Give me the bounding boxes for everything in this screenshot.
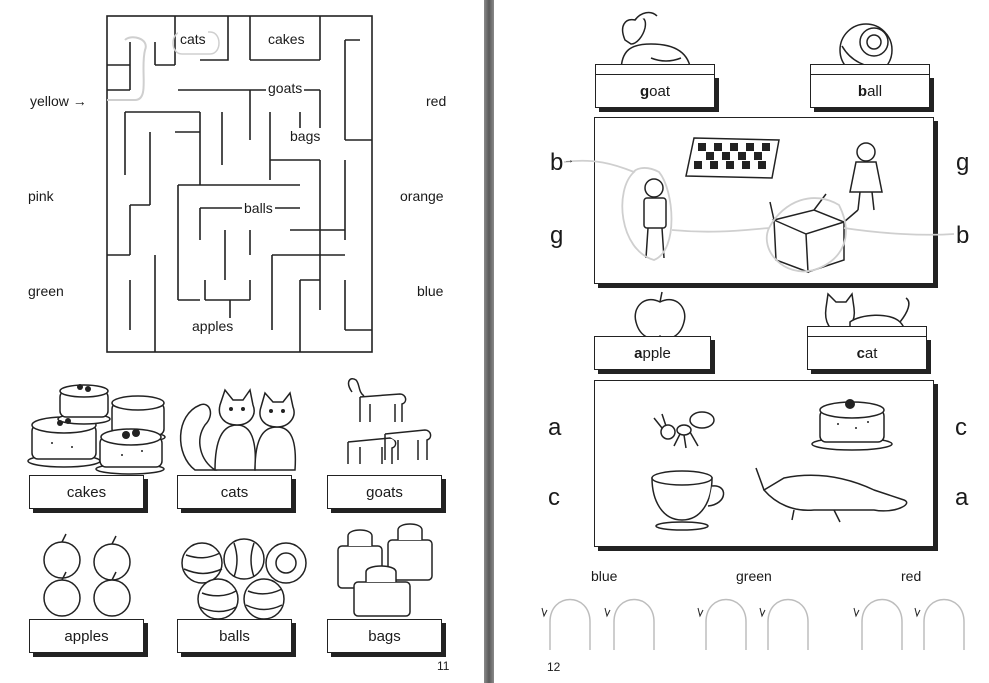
- color-label-green-right: green: [736, 568, 772, 584]
- maze-word-cakes: cakes: [266, 31, 307, 47]
- page-right: goat ball b → g g b: [494, 0, 989, 683]
- color-label-yellow: yellow →: [30, 93, 87, 109]
- word-box-apple: apple: [594, 336, 711, 370]
- panel1-art: [563, 137, 955, 274]
- maze-grid: [106, 15, 373, 353]
- word-goat-first: g: [639, 82, 650, 100]
- label-box-balls: balls: [177, 619, 292, 653]
- color-label-pink: pink: [28, 188, 54, 204]
- cakes-icon: [27, 384, 166, 475]
- word-box-goat: goat: [595, 74, 715, 108]
- arrow-right-icon: →: [564, 155, 574, 166]
- letter-g-right: g: [956, 149, 970, 176]
- checkerboard-icon: [685, 137, 780, 179]
- page-left: cats cakes goats bags balls apples yello…: [0, 0, 484, 683]
- label-apples: apples: [64, 627, 109, 645]
- letter-c-right: c: [955, 414, 967, 441]
- word-cat-first: c: [856, 344, 865, 362]
- cup-icon: [651, 470, 725, 531]
- label-box-goats: goats: [327, 475, 442, 509]
- label-cats: cats: [220, 483, 249, 501]
- cats-icon: [179, 388, 297, 471]
- goats-icon: [347, 378, 432, 464]
- word-box-cat: cat: [807, 336, 927, 370]
- color-label-red: red: [426, 93, 447, 109]
- maze-word-bags: bags: [288, 128, 323, 144]
- letter-a-right: a: [955, 484, 969, 511]
- page-number-right: 12: [547, 660, 561, 674]
- color-label-green: green: [28, 283, 64, 299]
- color-label-orange: orange: [400, 188, 444, 204]
- color-label-blue: blue: [417, 283, 444, 299]
- word-ball-rest: all: [867, 82, 883, 100]
- word-apple-rest: pple: [642, 344, 671, 362]
- letter-c-left: c: [548, 484, 560, 511]
- color-label-blue-right: blue: [591, 568, 618, 584]
- letter-b-left: b: [550, 149, 564, 176]
- color-label-red-right: red: [901, 568, 922, 584]
- bags-icon: [337, 523, 433, 617]
- book-spine: [484, 0, 494, 683]
- maze-word-apples: apples: [190, 318, 236, 334]
- cake-icon: [811, 401, 893, 451]
- girl-icon: [856, 142, 876, 162]
- letter-b-right: b: [956, 222, 970, 249]
- apple-icon: [634, 291, 686, 340]
- label-box-bags: bags: [327, 619, 442, 653]
- apples-icon: [43, 533, 131, 617]
- label-box-cats: cats: [177, 475, 292, 509]
- word-goat-rest: oat: [649, 82, 671, 100]
- balls-icon: [181, 538, 307, 620]
- box-icon: [769, 193, 859, 274]
- crocodile-icon: [755, 467, 908, 523]
- label-box-apples: apples: [29, 619, 144, 653]
- maze-word-cats: cats: [178, 31, 208, 47]
- letter-a-left: a: [548, 414, 562, 441]
- tracing-arches: [541, 598, 965, 650]
- page-number-left: 11: [437, 659, 450, 673]
- label-goats: goats: [366, 483, 403, 501]
- label-box-cakes: cakes: [29, 475, 144, 509]
- word-apple-first: a: [634, 344, 643, 362]
- ball-icon: [839, 23, 893, 77]
- letter-g-left: g: [550, 222, 564, 249]
- ant-icon: [653, 411, 715, 449]
- label-balls: balls: [219, 627, 250, 645]
- label-cakes: cakes: [66, 483, 107, 501]
- boy-icon: [644, 178, 664, 198]
- word-box-ball: ball: [810, 74, 930, 108]
- label-bags: bags: [368, 627, 401, 645]
- panel2-art: [651, 399, 908, 531]
- maze-word-balls: balls: [242, 200, 275, 216]
- word-cat-rest: at: [864, 344, 878, 362]
- word-ball-first: b: [857, 82, 868, 100]
- maze-word-goats: goats: [266, 80, 305, 96]
